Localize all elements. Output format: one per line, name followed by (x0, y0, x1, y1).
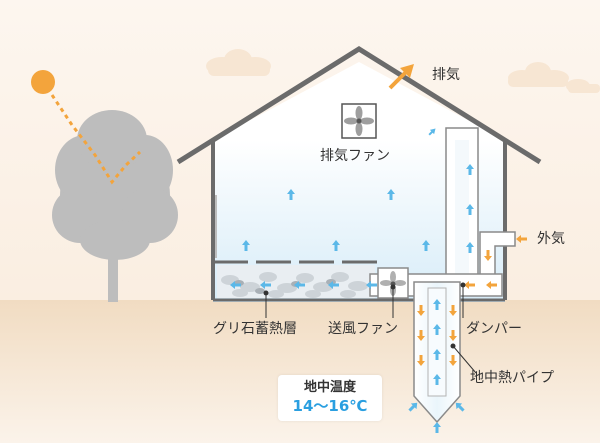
sun-ray (50, 94, 142, 185)
tree (52, 110, 178, 302)
exhaust-fan-label: 排気ファン (320, 148, 390, 164)
blower-fan-label: 送風ファン (328, 321, 398, 337)
sun (31, 70, 55, 94)
room-airflow-arrows (242, 128, 474, 253)
exhaust-label: 排気 (432, 67, 460, 83)
leader-lines (265, 285, 477, 374)
ground-temperature-box: 地中温度 14〜16℃ (278, 375, 382, 421)
exhaust-fan-icon (341, 103, 377, 139)
ground-temperature-title: 地中温度 (303, 380, 356, 395)
damper-label: ダンパー (466, 321, 522, 337)
gravel-storage-label: グリ石蓄熱層 (213, 321, 297, 337)
cloud-far-right (566, 79, 600, 93)
ground-temperature-value: 14〜16℃ (292, 397, 368, 415)
exhaust-arrow-icon (388, 64, 414, 90)
gravel-layer (217, 265, 375, 298)
cloud-right (508, 62, 569, 87)
roof (176, 46, 542, 165)
house-attic (213, 62, 505, 140)
outside-air-label: 外気 (537, 231, 565, 247)
geothermal-pipe-label: 地中熱パイプ (470, 370, 554, 386)
cloud-left (206, 49, 271, 76)
